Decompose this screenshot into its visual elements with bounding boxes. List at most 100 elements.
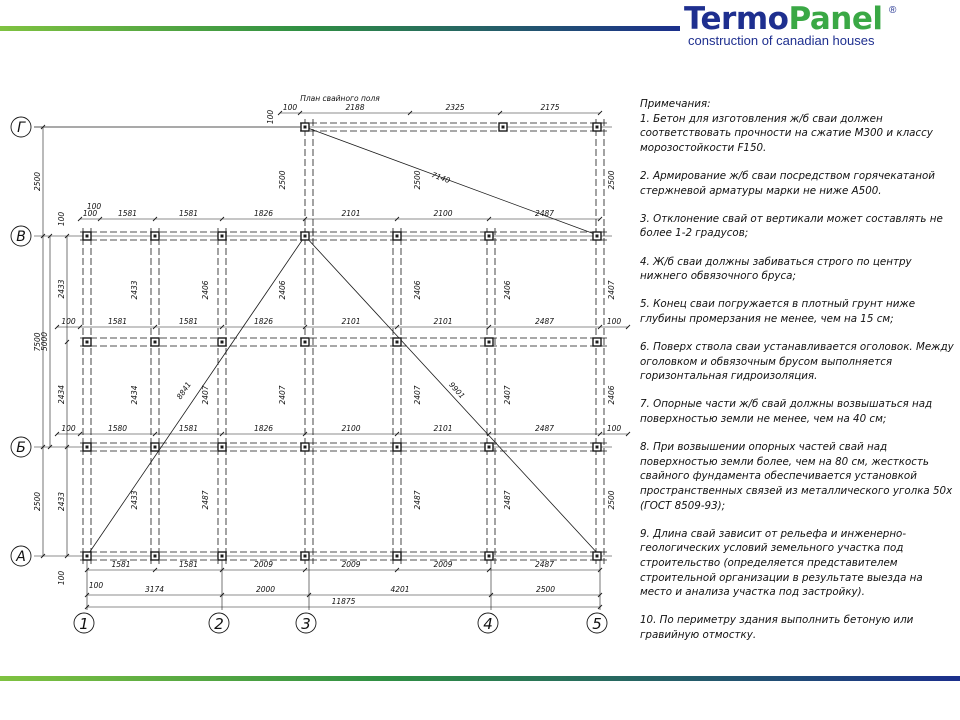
dim-overall-tick-0 [84,604,90,610]
vertical-dim-label-4: 2407 [201,385,210,404]
dim-row-b-label-3: 1826 [254,209,273,218]
logo-word-part2: Panel [788,1,883,37]
pile-core-10 [85,340,89,344]
pile-core-28 [395,554,399,558]
dim-left-outer-tick-2 [40,444,46,450]
pile-core-23 [595,445,599,449]
pile-core-6 [303,234,307,238]
dim-top-tick-0 [277,110,283,116]
pile-core-7 [395,234,399,238]
dim-left-5000-tick-1 [47,444,53,450]
dim-left-inner-tick-1 [64,339,70,345]
dim-left-outer-tick-3 [40,553,46,559]
col-label-2: 2 [214,615,224,633]
dim-row-bb-tick-2 [152,431,158,437]
dim-bottom-label-1: 2000 [256,585,275,594]
dim-row-b-tick-7 [597,216,603,222]
dim-row-bb-tick-5 [394,431,400,437]
dim-top-tick-1 [297,110,303,116]
row-label-1: В [16,229,26,245]
pile-core-14 [395,340,399,344]
vertical-dim-label-20: 100 [266,110,275,125]
dim-row-mid-tick-6 [486,324,492,330]
dim-row-bb-label-5: 2101 [433,424,452,433]
vertical-dim-label-2: 2433 [130,490,139,509]
dim-row-bb-label-3: 1826 [254,424,273,433]
dim-row-mid-tick-3 [219,324,225,330]
vertical-dim-label-13: 2406 [503,280,512,299]
col-label-4: 4 [483,615,493,633]
pile-core-21 [395,445,399,449]
dim-row-bb-label-4: 2100 [341,424,360,433]
dim-row-a-label-0: 1581 [111,560,130,569]
dim-row-a-label-5: 2487 [535,560,554,569]
dim-left-outer-tick-1 [40,233,46,239]
note-7: 7. Опорные части ж/б свай должны возвыша… [640,398,933,426]
pile-core-24 [85,554,89,558]
dim-row-bb-tick-3 [219,431,225,437]
col-label-5: 5 [592,615,602,633]
vertical-dim-label-3: 2406 [201,280,210,299]
dim-left-inner-label-2: 2433 [57,492,66,511]
dim-row-bb-tick-8 [625,431,631,437]
vertical-dim-label-10: 2406 [413,280,422,299]
dim-row-mid-tick-4 [302,324,308,330]
vertical-dim-label-15: 2487 [503,490,512,509]
dim-row-mid-label-4: 2101 [341,317,360,326]
dim-row-mid-label-3: 1826 [254,317,273,326]
dim-row-b-tick-0 [77,216,83,222]
dim-left-inner-tick-2 [64,444,70,450]
dim-row-bb-label-7: 100 [607,424,622,433]
vertical-dim-label-16: 2500 [607,170,616,189]
diagonal-label-9901: 9901 [447,380,466,400]
dim-bottom-label-0: 3174 [145,585,164,594]
logo-word-part1: Termo [684,1,789,37]
dim-top-tick-4 [597,110,603,116]
diagonal-label-8841: 8841 [175,380,193,401]
dim-top-tick-2 [407,110,413,116]
vertical-dim-label-12: 2487 [413,490,422,509]
dim-row-b-tick-1 [97,216,103,222]
dim-bottom-tick-0 [84,592,90,598]
dim-row-a-100-note: 100 [89,581,104,590]
pile-core-19 [220,445,224,449]
dim-top-label-1: 2188 [345,103,364,112]
dim-bottom-tick-3 [488,592,494,598]
row-label-2: Б [16,440,26,456]
pile-core-11 [153,340,157,344]
note-10: 10. По периметру здания выполнить бетону… [640,614,914,641]
diagonal-9901 [304,235,601,557]
dim-left-5000-tick-0 [47,233,53,239]
dim-row-mid-tick-8 [625,324,631,330]
pile-core-22 [487,445,491,449]
diagonal-7140 [304,126,601,237]
dim-row-mid-label-2: 1581 [179,317,198,326]
dim-left-inner-tick-3 [64,553,70,559]
pile-core-13 [303,340,307,344]
dim-row-b-tick-2 [152,216,158,222]
pile-core-4 [153,234,157,238]
col-bubble-3 [295,612,317,634]
dim-row-mid-label-7: 100 [607,317,622,326]
pile-core-27 [303,554,307,558]
dim-row-mid-tick-5 [394,324,400,330]
dim-row-bb-label-1: 1580 [108,424,127,433]
dim-row-bb-tick-6 [486,431,492,437]
col-label-3: 3 [301,615,311,633]
pile-core-18 [153,445,157,449]
col-label-1: 1 [79,615,89,633]
pile-core-29 [487,554,491,558]
logo-wordmark: TermoPanel [684,1,883,37]
dim-row-mid-tick-7 [597,324,603,330]
notes-heading: Примечания: [640,98,711,110]
dim-row-a-tick-6 [597,567,603,573]
vertical-dim-label-8: 2500 [278,170,287,189]
vertical-dim-label-19: 2500 [607,490,616,509]
dim-row-bb-tick-1 [77,431,83,437]
dim-bottom-tick-1 [219,592,225,598]
pile-core-20 [303,445,307,449]
dim-row-b-label-6: 2487 [535,209,554,218]
dim-left-outer-label-0: 2500 [33,172,42,191]
dim-row-a-tick-1 [152,567,158,573]
pile-core-3 [85,234,89,238]
